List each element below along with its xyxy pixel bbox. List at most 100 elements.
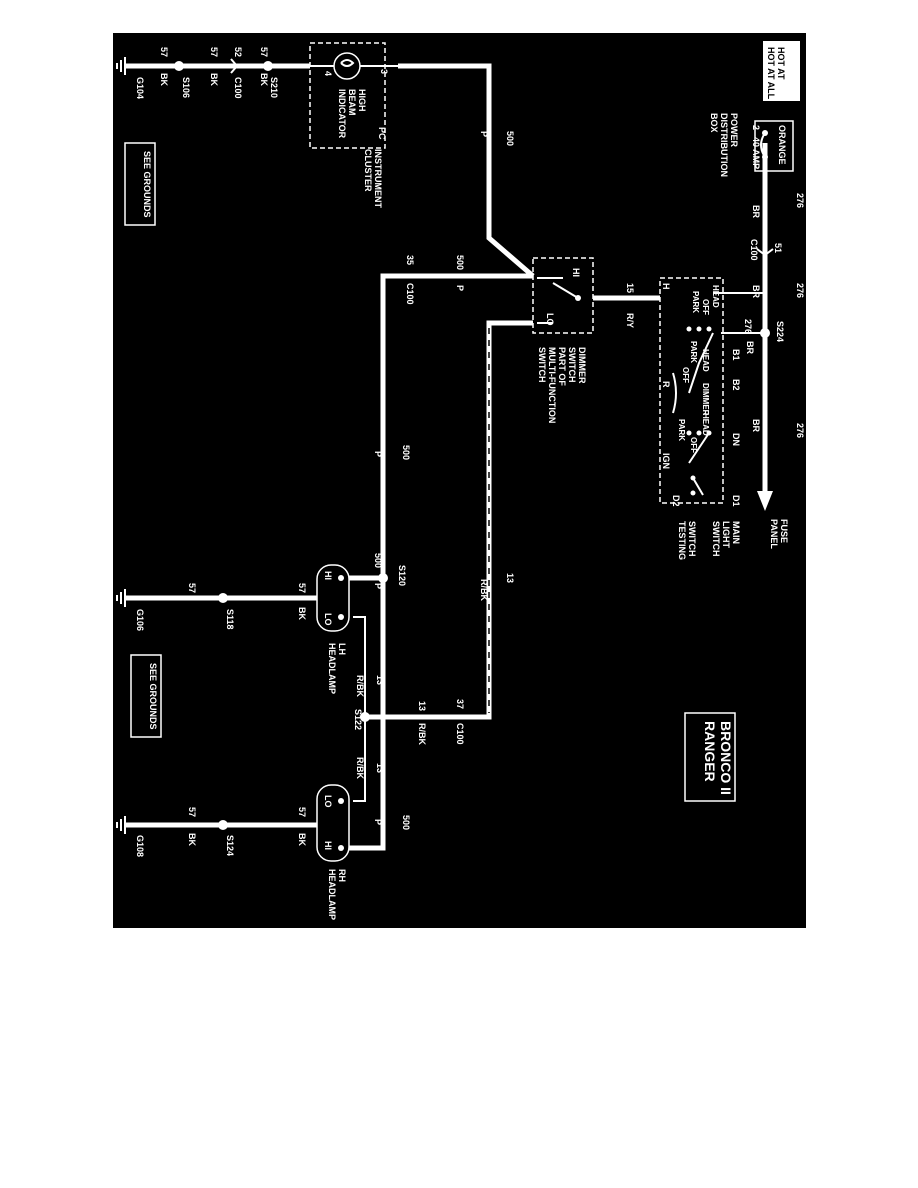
sw-contact-7 bbox=[690, 490, 696, 496]
wire-35-label: 35 bbox=[405, 255, 415, 265]
wire-57-label-b: 57 bbox=[209, 47, 219, 57]
cluster-pc-label: PC bbox=[377, 127, 387, 140]
s124-label: S124 bbox=[225, 835, 235, 856]
main-switch-label-3: SWITCH bbox=[711, 521, 721, 557]
dimmer-hi-label: HI bbox=[571, 268, 581, 277]
wire-276-label-c: 276 bbox=[795, 423, 805, 438]
wire-rbk-label-a: R/BK bbox=[479, 579, 489, 601]
fuse-box bbox=[754, 120, 794, 172]
off-label-3: OFF bbox=[689, 437, 698, 453]
rh-hi-label: HI bbox=[323, 841, 333, 850]
dimmer-switch-box bbox=[532, 257, 594, 334]
indicator-filament bbox=[340, 59, 355, 67]
head-label-2: HEAD bbox=[701, 349, 710, 372]
see-grounds-label-a: SEE GROUNDS bbox=[142, 151, 152, 218]
c100-label-d: C100 bbox=[455, 723, 465, 745]
ground-symbol-g106 bbox=[116, 589, 126, 607]
off-label-1: OFF bbox=[701, 299, 710, 315]
fuse-num-label: 2 bbox=[751, 125, 761, 130]
rh-lo-label: LO bbox=[323, 795, 333, 808]
c100-connector-a bbox=[756, 248, 774, 257]
sw-contact-3 bbox=[686, 326, 692, 332]
wire-rbk-label-b: R/BK bbox=[417, 723, 427, 745]
park-label-1: PARK bbox=[691, 291, 700, 313]
cluster-label-1: INSTRUMENT bbox=[373, 149, 383, 208]
splice-s118 bbox=[218, 593, 228, 603]
switch-internal-wiring bbox=[672, 332, 714, 414]
wire-52-label: 52 bbox=[233, 47, 243, 57]
wire-500-to-cluster bbox=[398, 63, 535, 278]
wire-57-label-a: 57 bbox=[259, 47, 269, 57]
wire-p-label-a: P bbox=[479, 131, 489, 137]
head-label-3: HEAD bbox=[701, 413, 710, 436]
wire-13 bbox=[453, 320, 533, 720]
wire-br-label-c: BR bbox=[751, 419, 761, 432]
rh-headlamp-label-1: RH bbox=[337, 869, 347, 882]
dimmer-label: DIMMER bbox=[701, 383, 710, 416]
sw-contact-5 bbox=[696, 430, 702, 436]
splice-s210 bbox=[263, 61, 273, 71]
r-label: R bbox=[661, 381, 671, 388]
title-line-2: RANGER bbox=[702, 721, 718, 782]
wiring-diagram: HOT AT HOT AT ALL TIMES ORANGE 2 40 AMP … bbox=[116, 41, 805, 920]
lh-hi-pin bbox=[338, 575, 344, 581]
wire-bk-label-b: BK bbox=[209, 73, 219, 86]
fuse-amp-label: 40 AMP bbox=[751, 137, 761, 169]
dimmer-label-5: SWITCH bbox=[537, 347, 547, 383]
wire-57-label-c: 57 bbox=[159, 47, 169, 57]
instrument-cluster-box bbox=[309, 42, 386, 149]
see-grounds-box-a bbox=[124, 142, 156, 226]
wire-276-label-d: 276 bbox=[743, 319, 753, 334]
rh-hi-pin bbox=[338, 845, 344, 851]
s106-label: S106 bbox=[181, 77, 191, 98]
switch-testing-label-1: SWITCH bbox=[687, 521, 697, 557]
s122-label: S122 bbox=[353, 709, 363, 730]
c100-connector-b bbox=[230, 58, 239, 74]
dimmer-label-4: MULTI-FUNCTION bbox=[547, 347, 557, 423]
rh-headlamp-label-2: HEADLAMP bbox=[327, 869, 337, 920]
main-switch-label-1: MAIN bbox=[731, 521, 741, 544]
cluster-pin-4: 4 bbox=[323, 71, 333, 76]
wire-rbk-label-d: R/BK bbox=[355, 757, 365, 779]
s122-to-rh-lo bbox=[353, 717, 366, 802]
fuse-panel-label-1: FUSE bbox=[779, 519, 789, 543]
splice-s124 bbox=[218, 820, 228, 830]
wire-500-label-c: 500 bbox=[401, 445, 411, 460]
wire-bk-label-a: BK bbox=[259, 73, 269, 86]
sw-contact-2 bbox=[696, 326, 702, 332]
d2-label: D2 bbox=[671, 495, 681, 507]
sw-contact-6 bbox=[686, 430, 692, 436]
s118-label: S118 bbox=[225, 609, 235, 630]
s120-to-rh-hi bbox=[349, 578, 386, 851]
dimmer-label-2: SWITCH bbox=[567, 347, 577, 383]
cluster-pin-3: 3 bbox=[379, 69, 389, 74]
b2-label: B2 bbox=[731, 379, 741, 391]
wire-13-label-c: 13 bbox=[375, 675, 385, 685]
c100-label-b: C100 bbox=[233, 77, 243, 99]
wire-500-label-e: 500 bbox=[401, 815, 411, 830]
fuse-panel-label-2: PANEL bbox=[769, 519, 779, 549]
wiring-diagram-sheet: HOT AT HOT AT ALL TIMES ORANGE 2 40 AMP … bbox=[113, 33, 806, 928]
h-label: H bbox=[661, 283, 671, 290]
fuse-panel-arrow bbox=[757, 491, 773, 511]
ground-symbol-g108 bbox=[116, 816, 126, 834]
dn-label: DN bbox=[731, 433, 741, 446]
wire-13-label-d: 13 bbox=[375, 763, 385, 773]
wire-57-label-g: 57 bbox=[187, 807, 197, 817]
lh-lo-pin bbox=[338, 614, 344, 620]
ign-label: IGN bbox=[661, 453, 671, 469]
wire-br-label-a: BR bbox=[751, 205, 761, 218]
s210-label: S210 bbox=[269, 77, 279, 98]
wire-bk-label-c: BK bbox=[159, 73, 169, 86]
lh-lo-label: LO bbox=[323, 613, 333, 626]
wire-13-label-b: 13 bbox=[417, 701, 427, 711]
fuse-link bbox=[760, 132, 766, 158]
indicator-label-3: INDICATOR bbox=[337, 89, 347, 139]
wire-bk-label-g: BK bbox=[187, 833, 197, 846]
indicator-label-2: BEAM bbox=[347, 89, 357, 116]
b1-label: B1 bbox=[731, 349, 741, 361]
switch-testing-label-2: TESTING bbox=[677, 521, 687, 560]
wire-276-label-a: 276 bbox=[795, 193, 805, 208]
dimmer-label-1: DIMMER bbox=[577, 347, 587, 384]
wire-51-label: 51 bbox=[773, 243, 783, 253]
